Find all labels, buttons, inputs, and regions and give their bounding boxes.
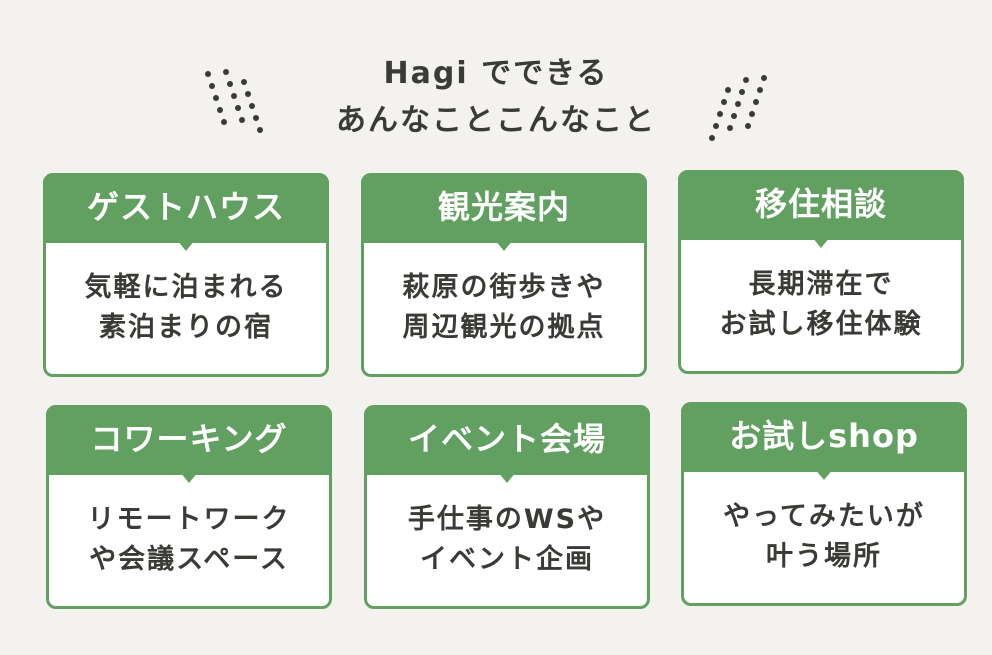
card-description-line-2: や会議スペース xyxy=(89,544,289,575)
card-notch xyxy=(498,472,516,483)
card-description-line-1: 長期滞在で xyxy=(748,269,894,300)
card-description-line-2: 叶う場所 xyxy=(766,541,882,572)
card-event-venue: イベント会場 手仕事のWSや イベント企画 xyxy=(364,405,650,609)
card-description: 気軽に泊まれる 素泊まりの宿 xyxy=(46,268,326,348)
card-description: やってみたいが 叶う場所 xyxy=(684,497,964,577)
card-title: お試しshop xyxy=(681,402,967,472)
card-description-line-1: 気軽に泊まれる xyxy=(84,272,288,303)
card-notch xyxy=(177,240,195,251)
card-coworking: コワーキング リモートワーク や会議スペース xyxy=(46,405,332,609)
card-description-line-2: 周辺観光の拠点 xyxy=(402,312,606,343)
heading-line-2: あんなことこんなこと xyxy=(336,103,656,138)
card-notch xyxy=(495,240,513,251)
card-notch xyxy=(180,472,198,483)
card-description-line-1: 萩原の街歩きや xyxy=(402,272,606,303)
heading-line-1: Hagi でできる xyxy=(383,56,609,91)
card-trial-shop: お試しshop やってみたいが 叶う場所 xyxy=(681,402,967,606)
card-relocation-consultation: 移住相談 長期滞在で お試し移住体験 xyxy=(678,170,964,374)
card-description-line-1: やってみたいが xyxy=(723,501,925,532)
card-description: 長期滞在で お試し移住体験 xyxy=(681,265,961,345)
decorative-dots-left xyxy=(205,69,263,133)
card-guesthouse: ゲストハウス 気軽に泊まれる 素泊まりの宿 xyxy=(43,173,329,377)
card-title: イベント会場 xyxy=(364,405,650,475)
card-title: コワーキング xyxy=(46,405,332,475)
decorative-dots-right xyxy=(709,75,767,141)
card-description-line-2: お試し移住体験 xyxy=(719,309,923,340)
card-title: ゲストハウス xyxy=(43,173,329,243)
card-title: 観光案内 xyxy=(361,173,647,243)
card-notch xyxy=(815,469,833,480)
card-tourist-info: 観光案内 萩原の街歩きや 周辺観光の拠点 xyxy=(361,173,647,377)
card-description-line-2: 素泊まりの宿 xyxy=(99,312,273,343)
card-description: 手仕事のWSや イベント企画 xyxy=(367,500,647,580)
card-description: リモートワーク や会議スペース xyxy=(49,500,329,580)
card-description-line-1: 手仕事のWSや xyxy=(407,504,607,535)
page-heading: Hagi でできる あんなことこんなこと xyxy=(0,52,992,146)
card-notch xyxy=(812,237,830,248)
card-title: 移住相談 xyxy=(678,170,964,240)
card-description: 萩原の街歩きや 周辺観光の拠点 xyxy=(364,268,644,348)
card-description-line-1: リモートワーク xyxy=(87,504,291,535)
card-description-line-2: イベント企画 xyxy=(420,544,594,575)
